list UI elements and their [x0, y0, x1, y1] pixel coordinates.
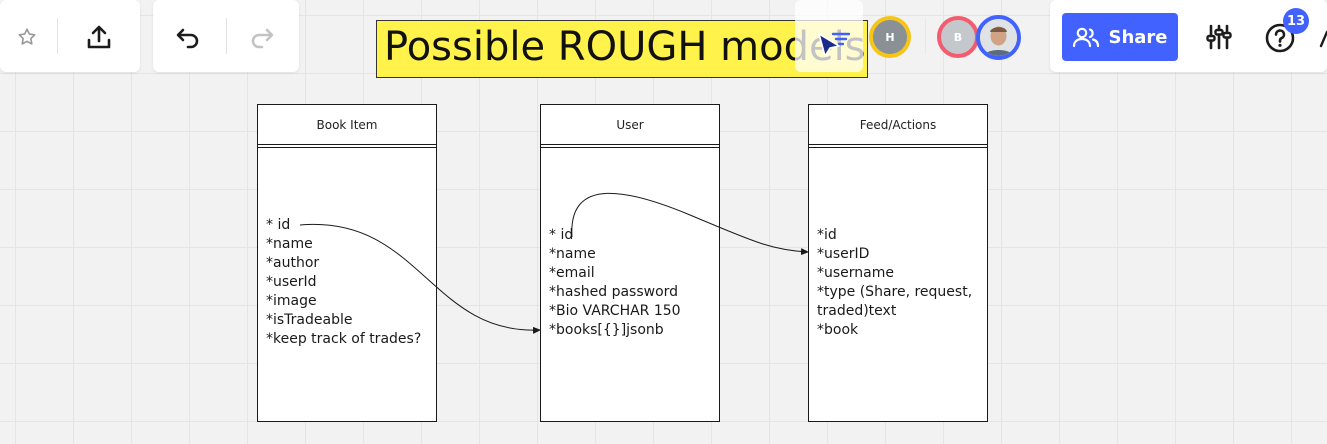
field-item: *author: [266, 255, 320, 271]
field-item: * id: [549, 227, 574, 243]
undo-button[interactable]: [169, 20, 205, 56]
field-item: *userID: [817, 246, 870, 262]
caret-icon: [1319, 30, 1327, 48]
toolbar-divider: [57, 18, 58, 54]
cursor-filter-icon: [818, 32, 851, 57]
more-tools-button[interactable]: [1318, 28, 1327, 48]
person-photo-icon: [980, 19, 1017, 56]
sticky-note[interactable]: Possible ROUGH models: [376, 20, 868, 78]
question-icon: [1265, 23, 1295, 53]
table-divider: [258, 145, 436, 148]
help-button[interactable]: [1262, 20, 1298, 56]
export-button[interactable]: [80, 18, 118, 56]
undo-icon: [176, 28, 199, 49]
avatar[interactable]: B: [937, 16, 979, 58]
table-book-item[interactable]: Book Item * id *name *author *userId *im…: [257, 104, 437, 422]
upload-icon: [87, 25, 111, 49]
field-item: *name: [266, 236, 313, 252]
field-list: * id *name *author *userId *image *isTra…: [266, 216, 432, 349]
table-divider: [541, 145, 719, 148]
table-title: User: [541, 105, 719, 145]
field-list: * id *name *email *hashed password *Bio …: [549, 226, 715, 340]
redo-icon: [251, 28, 274, 49]
field-item: *username: [817, 265, 894, 281]
star-button[interactable]: [10, 20, 44, 54]
settings-button[interactable]: [1202, 20, 1236, 54]
table-title: Book Item: [258, 105, 436, 145]
field-item: *Bio VARCHAR 150: [549, 303, 681, 319]
field-item: *userId: [266, 274, 317, 290]
field-item: *image: [266, 293, 317, 309]
avatar[interactable]: H: [869, 16, 911, 58]
filter-button[interactable]: [795, 0, 863, 72]
redo-button[interactable]: [245, 20, 281, 56]
field-item: *type (Share, request, traded)text: [817, 284, 973, 319]
table-user[interactable]: User * id *name *email *hashed password …: [540, 104, 720, 422]
field-item: *books[{}]jsonb: [549, 322, 664, 338]
field-item: *id: [817, 227, 837, 243]
toolbar-divider: [925, 18, 926, 54]
field-item: *isTradeable: [266, 312, 353, 328]
field-item: *keep track of trades?: [266, 331, 422, 347]
field-item: *book: [817, 322, 859, 338]
field-item: *hashed password: [549, 284, 679, 300]
notification-badge: 13: [1283, 8, 1309, 34]
history-panel: [153, 0, 299, 72]
field-item: *name: [549, 246, 596, 262]
share-button[interactable]: Share: [1062, 13, 1178, 61]
share-button-label: Share: [1108, 26, 1168, 48]
avatar-initial: H: [885, 30, 895, 44]
star-icon: [18, 28, 36, 45]
table-feed-actions[interactable]: Feed/Actions *id *userID *username *type…: [808, 104, 988, 422]
field-item: *email: [549, 265, 595, 281]
table-title: Feed/Actions: [809, 105, 987, 145]
toolbar-divider: [226, 18, 227, 54]
avatar-initial: B: [953, 30, 963, 44]
field-list: *id *userID *username *type (Share, requ…: [817, 226, 983, 340]
users-icon: [1073, 27, 1100, 48]
avatar-photo[interactable]: [976, 15, 1021, 60]
sliders-icon: [1206, 24, 1232, 50]
table-divider: [809, 145, 987, 148]
field-item: * id: [266, 217, 291, 233]
toolbar-left-panel: [0, 0, 140, 72]
